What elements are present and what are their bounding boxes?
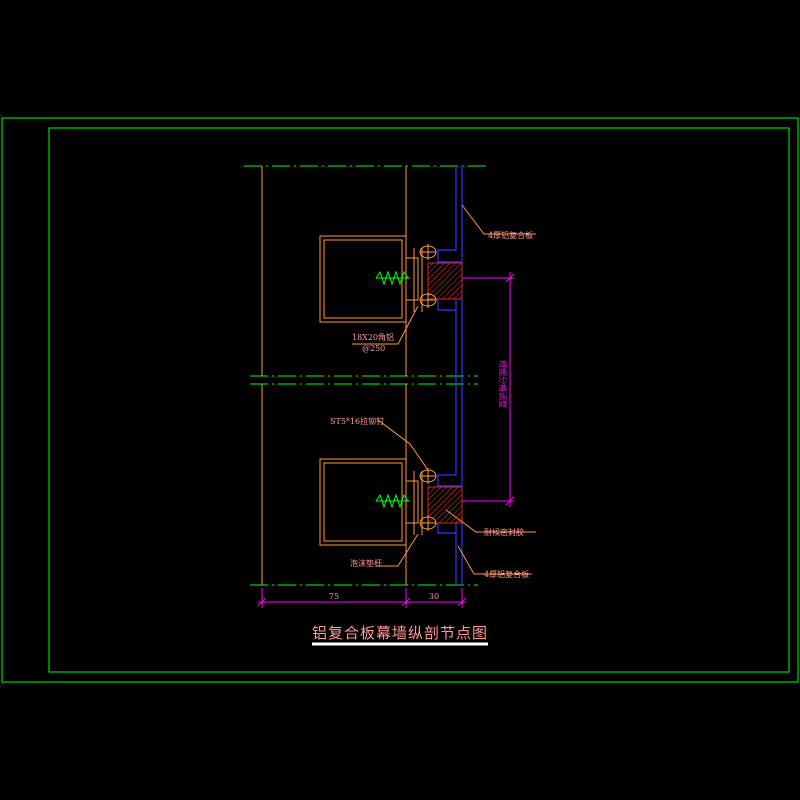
screw-upper <box>375 270 409 286</box>
angle-lower <box>406 480 419 524</box>
panel-return-upper <box>437 300 456 311</box>
screw-lower <box>375 493 409 509</box>
drawing-title: 铝复合板幕墙纵剖节点图 <box>312 624 488 642</box>
hdim-tick-mid <box>401 597 411 607</box>
leader-sealant <box>445 509 536 533</box>
panel-return-lower <box>437 523 456 534</box>
rivet-upper-top <box>419 244 437 260</box>
angle-brackets <box>406 248 423 535</box>
hdim-tick-right <box>457 597 467 607</box>
vertical-dimension-label: 根据分格调整 <box>498 360 508 408</box>
steel-tube-upper-outer <box>319 235 407 323</box>
label-angle-spacing: @250 <box>362 344 385 353</box>
rivets <box>419 244 437 531</box>
label-foam-rod: 泡沫垫杆 <box>350 558 382 568</box>
hdim-tick-left <box>257 597 267 607</box>
steel-tube-lower-outer <box>319 458 407 546</box>
sealant-upper <box>427 262 463 300</box>
label-rivet: ST5*16拉铆钉 <box>330 416 384 426</box>
leader-foam-rod <box>376 533 419 567</box>
leader-rivet <box>377 419 429 471</box>
label-panel-top: 4厚铝复合板 <box>488 230 533 240</box>
horizontal-dimension <box>257 588 467 608</box>
screws <box>375 270 410 509</box>
angle-lower-lines <box>413 471 423 535</box>
leader-angle <box>352 305 419 345</box>
inner-border <box>48 127 790 673</box>
sealant-joints <box>427 262 463 524</box>
vertical-dimension <box>462 272 515 507</box>
annotations: 4厚铝复合板 18X20角铝 @250 ST5*16拉铆钉 耐候密封胶 泡沫垫杆… <box>330 230 533 579</box>
panel-top-upper <box>437 166 463 263</box>
dimension-right: 30 <box>429 592 439 601</box>
leader-panel-top <box>461 204 536 235</box>
dimension-left: 75 <box>329 592 339 601</box>
panel-lower-upper <box>437 384 463 487</box>
label-angle: 18X20角铝 <box>352 332 394 342</box>
outer-border <box>1 117 799 683</box>
angle-upper-lines <box>413 248 423 312</box>
vdim-tick-top <box>505 273 515 283</box>
leader-lines <box>352 204 536 575</box>
vdim-tick-bottom <box>505 496 515 506</box>
leader-panel-bottom <box>457 545 532 575</box>
label-panel-bottom: 4厚铝复合板 <box>484 569 529 579</box>
label-sealant: 耐候密封胶 <box>484 527 524 537</box>
rivet-upper-bottom <box>419 292 437 308</box>
break-lines <box>244 165 490 586</box>
angle-upper <box>406 257 419 301</box>
rivet-lower-bottom <box>419 515 437 531</box>
drawing-frame <box>1 117 799 683</box>
